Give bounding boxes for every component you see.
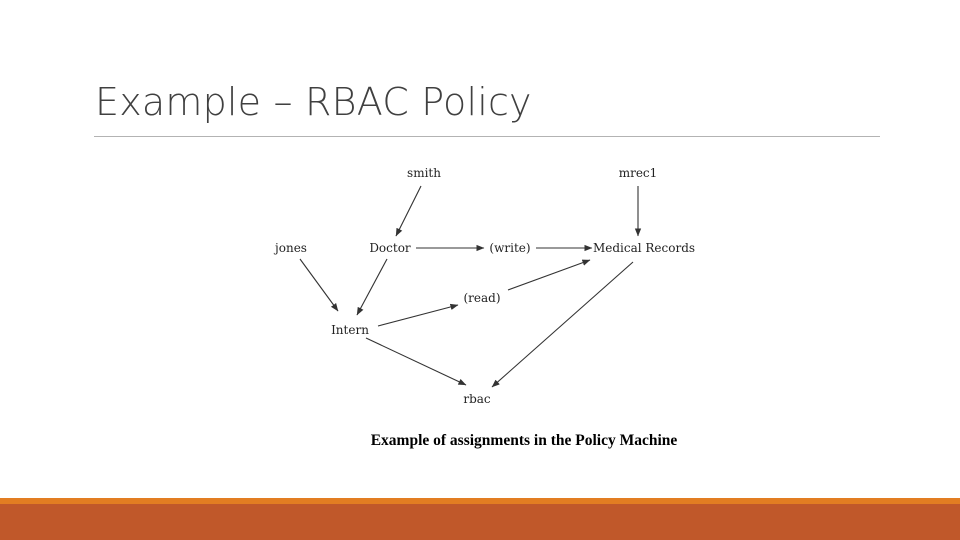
edge-smith-to-doctor: [395, 185, 422, 237]
edge-doctor-to-intern: [356, 258, 388, 316]
node-read: (read): [463, 291, 500, 305]
diagram-caption: Example of assignments in the Policy Mac…: [371, 432, 678, 449]
node-intern: Intern: [331, 323, 369, 337]
node-write: (write): [489, 241, 530, 255]
footer-bar: [0, 504, 960, 540]
node-smith: smith: [407, 166, 441, 180]
edge-intern-to-rbac: [365, 337, 467, 386]
node-mrec1: mrec1: [619, 166, 658, 180]
edge-layer: [299, 185, 642, 388]
edge-medical-records-to-rbac: [491, 261, 634, 388]
slide-title: Example – RBAC Policy: [95, 80, 532, 124]
node-doctor: Doctor: [369, 241, 411, 255]
edge-intern-to-read: [377, 303, 459, 327]
edge-jones-to-intern: [299, 258, 339, 312]
footer-accent-stripe: [0, 498, 960, 504]
title-divider: [94, 136, 880, 137]
edge-read-to-medical-records: [507, 259, 591, 291]
node-rbac: rbac: [463, 392, 491, 406]
node-jones: jones: [273, 241, 307, 255]
node-medical-records: Medical Records: [593, 241, 695, 255]
